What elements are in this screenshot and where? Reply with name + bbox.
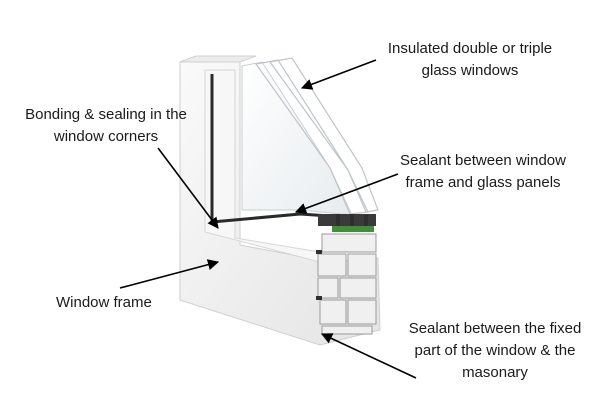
arrow-sealant-window <box>294 173 399 214</box>
callout-glass: Insulated double or triple glass windows <box>360 38 580 82</box>
glass-panel-1 <box>241 61 353 216</box>
callout-sealant-masonry-line-2: part of the window & the <box>414 342 576 359</box>
callout-bonding-line-1: Bonding & sealing in the <box>25 106 187 123</box>
profile-cross-section <box>317 233 377 335</box>
window-illustration <box>179 55 381 346</box>
callout-arrows <box>119 59 417 379</box>
arrow-frame <box>119 259 220 289</box>
callout-sealant-masonry-line-1: Sealant between the fixed <box>408 320 582 337</box>
callout-sealant-masonry: Sealant between the fixed part of the wi… <box>390 318 600 384</box>
callout-sealant-window: Sealant between window frame and glass p… <box>386 150 580 194</box>
callout-sealant-window-line-2: frame and glass panels <box>405 174 561 191</box>
callout-glass-line-2: glass windows <box>421 62 519 79</box>
arrow-glass <box>300 59 377 90</box>
arrow-bonding <box>157 147 219 229</box>
profile-gaskets <box>316 214 368 300</box>
callout-sealant-masonry-line-3: masonary <box>462 364 528 381</box>
arrow-sealant-masonry <box>320 333 417 379</box>
corner-gasket <box>210 74 331 224</box>
callout-sealant-window-line-1: Sealant between window <box>400 152 566 169</box>
callout-glass-line-1: Insulated double or triple <box>387 40 553 57</box>
callout-frame-line-1: Window frame <box>56 294 152 311</box>
callout-bonding: Bonding & sealing in the window corners <box>0 104 212 148</box>
glazing-bead <box>318 214 376 226</box>
glass-panel-3 <box>268 57 379 213</box>
frame-top-face <box>179 55 257 63</box>
callout-frame: Window frame <box>56 292 186 314</box>
callout-bonding-line-2: window corners <box>53 128 159 145</box>
green-seal <box>332 226 374 232</box>
